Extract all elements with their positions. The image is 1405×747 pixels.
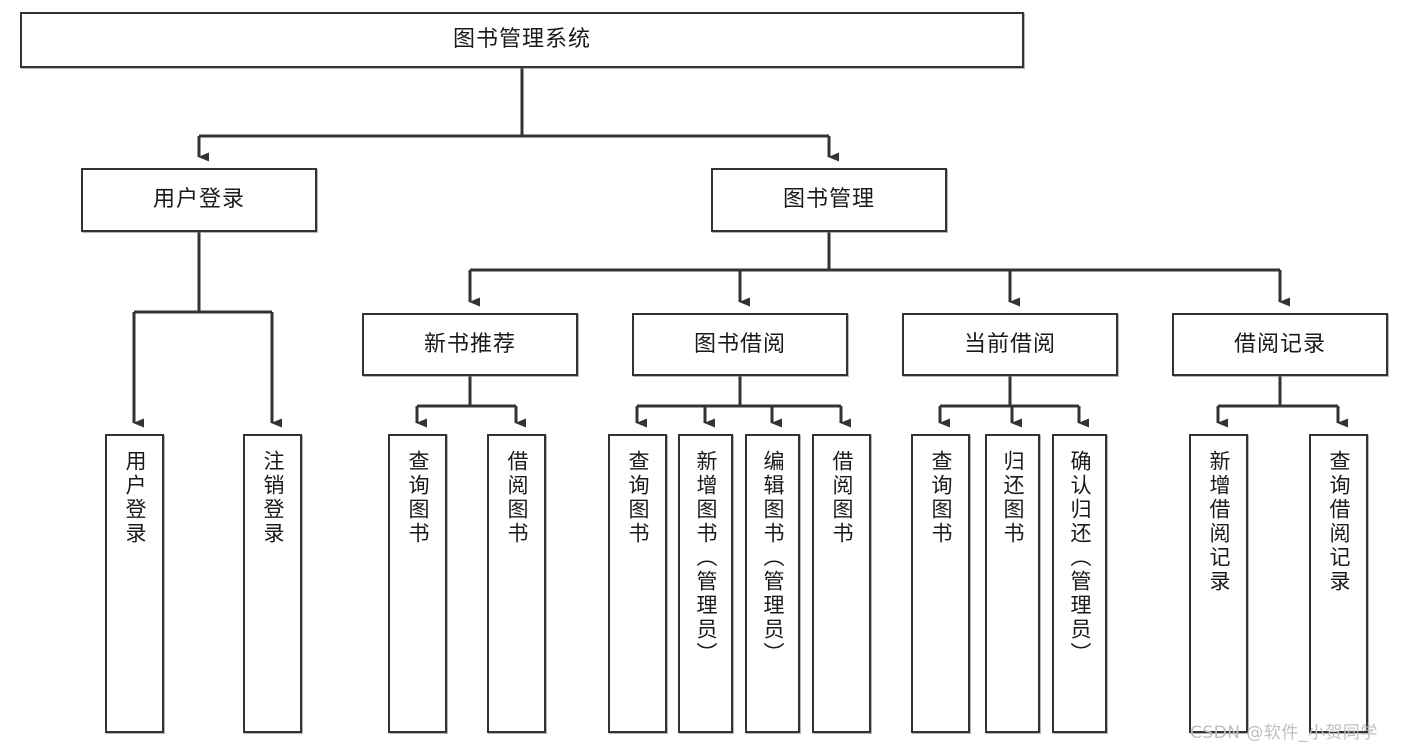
node-l3-1[interactable]: 新书推荐 <box>362 313 578 376</box>
node-root-system-label: 图书管理系统 <box>452 27 591 53</box>
node-l3-3[interactable]: 当前借阅 <box>902 313 1118 376</box>
node-leaf-7-label: 编辑图书（管理员） <box>761 450 785 666</box>
node-leaf-4-label: 借阅图书 <box>505 450 529 546</box>
node-leaf-8-label: 借阅图书 <box>830 450 854 546</box>
node-leaf-6-label: 新增图书（管理员） <box>694 450 718 666</box>
node-leaf-2[interactable]: 注销登录 <box>243 434 302 733</box>
node-leaf-1-label: 用户登录 <box>123 450 147 546</box>
node-leaf-11[interactable]: 确认归还（管理员） <box>1052 434 1107 733</box>
node-l2-2[interactable]: 图书管理 <box>711 168 947 232</box>
node-l2-1-label: 用户登录 <box>152 187 245 213</box>
node-leaf-11-label: 确认归还（管理员） <box>1068 450 1092 666</box>
node-leaf-10-label: 归还图书 <box>1001 450 1025 546</box>
node-l3-4[interactable]: 借阅记录 <box>1172 313 1388 376</box>
node-leaf-5[interactable]: 查询图书 <box>608 434 667 733</box>
node-leaf-3-label: 查询图书 <box>406 450 430 546</box>
node-leaf-13[interactable]: 查询借阅记录 <box>1309 434 1368 733</box>
node-leaf-3[interactable]: 查询图书 <box>388 434 447 733</box>
node-leaf-7[interactable]: 编辑图书（管理员） <box>745 434 800 733</box>
node-leaf-6[interactable]: 新增图书（管理员） <box>678 434 733 733</box>
node-leaf-12-label: 新增借阅记录 <box>1207 450 1231 594</box>
node-leaf-4[interactable]: 借阅图书 <box>487 434 546 733</box>
node-leaf-8[interactable]: 借阅图书 <box>812 434 871 733</box>
node-leaf-1[interactable]: 用户登录 <box>105 434 164 733</box>
node-l3-2[interactable]: 图书借阅 <box>632 313 848 376</box>
node-l3-1-label: 新书推荐 <box>423 331 516 357</box>
node-l3-4-label: 借阅记录 <box>1233 331 1326 357</box>
node-leaf-9[interactable]: 查询图书 <box>911 434 970 733</box>
node-l2-1[interactable]: 用户登录 <box>81 168 317 232</box>
node-l3-2-label: 图书借阅 <box>693 331 786 357</box>
node-leaf-10[interactable]: 归还图书 <box>985 434 1040 733</box>
node-leaf-12[interactable]: 新增借阅记录 <box>1189 434 1248 733</box>
node-leaf-2-label: 注销登录 <box>261 450 285 546</box>
node-leaf-5-label: 查询图书 <box>626 450 650 546</box>
node-leaf-13-label: 查询借阅记录 <box>1327 450 1351 594</box>
node-l3-3-label: 当前借阅 <box>963 331 1056 357</box>
node-l2-2-label: 图书管理 <box>782 187 875 213</box>
node-root-system[interactable]: 图书管理系统 <box>20 12 1024 68</box>
node-leaf-9-label: 查询图书 <box>929 450 953 546</box>
